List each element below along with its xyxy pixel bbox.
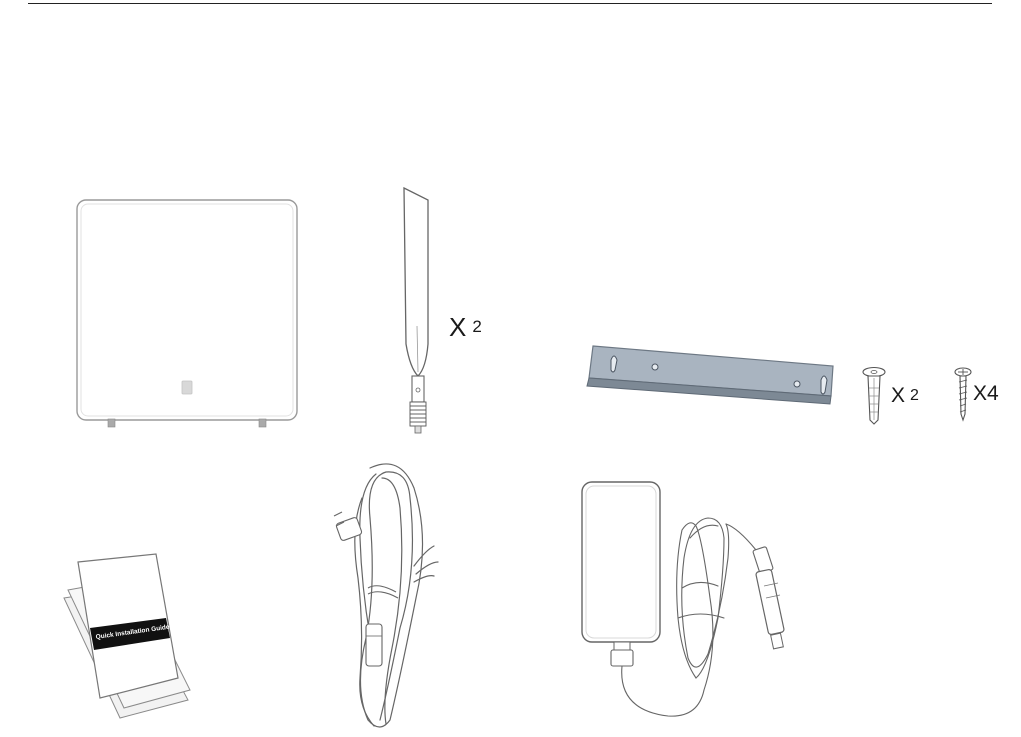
screw-quantity: X4 — [973, 382, 999, 406]
antenna-qty-x: X — [449, 312, 466, 342]
mounting-bracket-icon — [583, 340, 843, 420]
screw-qty-text: X4 — [973, 382, 999, 405]
antenna-icon — [398, 186, 448, 448]
anchor-qty-number: 2 — [910, 387, 919, 404]
router-icon — [70, 195, 305, 430]
guide-booklet-icon: Quick Installation Guide — [60, 552, 200, 727]
anchor-qty-x: X — [891, 384, 905, 407]
screw-icon — [952, 366, 974, 422]
power-cord-icon — [330, 458, 450, 734]
antenna-qty-number: 2 — [472, 317, 481, 336]
power-adapter-icon — [578, 478, 798, 728]
header-rule — [28, 3, 992, 4]
wall-anchor-icon — [860, 366, 888, 426]
